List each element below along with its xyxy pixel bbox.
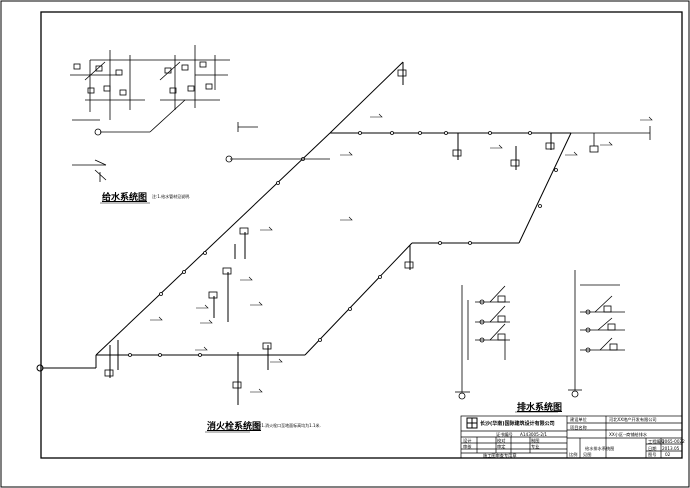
role-4: 审定 bbox=[497, 444, 506, 449]
pipe-fittings bbox=[128, 131, 558, 357]
cert-value: A143005-2/1 bbox=[520, 432, 548, 437]
date-label: 日期 bbox=[648, 446, 657, 451]
cert-label: 证书编号 bbox=[496, 432, 513, 437]
fire-hydrant-note: 注:1.消火栓口至地面标高均为1.1米. bbox=[256, 423, 321, 428]
title-underlines bbox=[100, 202, 558, 433]
inner-border bbox=[40, 11, 683, 459]
role-6: 专业 bbox=[531, 444, 540, 449]
role-3: 校对 bbox=[497, 438, 506, 443]
fire-hydrant-title: 消火栓系统图 bbox=[207, 422, 262, 432]
client-label: 建设单位 bbox=[570, 417, 587, 422]
company-name: 长沙(华南)国际建筑设计有限公司 bbox=[480, 421, 555, 427]
scale-value: 见图 bbox=[583, 452, 592, 457]
client-value: 河北XX地产开发有限公司 bbox=[609, 417, 657, 422]
project-label: 项目名称 bbox=[570, 425, 587, 430]
elevation-marks bbox=[150, 113, 653, 393]
company-logo bbox=[466, 417, 478, 429]
role-2: 审核 bbox=[463, 444, 472, 449]
role-1: 设计 bbox=[463, 438, 472, 443]
drawing-name: 给水排水系统图 bbox=[585, 446, 615, 451]
fire-hydrant-system bbox=[36, 61, 572, 405]
water-supply-system bbox=[70, 45, 330, 182]
drainage-title: 排水系统图 bbox=[517, 403, 563, 413]
hydrant-cabinets bbox=[104, 69, 555, 389]
role-5: 制图 bbox=[531, 438, 540, 443]
seal-text: 施工图审查专用章 bbox=[483, 453, 517, 458]
water-supply-note: 注:1.给水管材见说明. bbox=[152, 194, 191, 199]
water-supply-title: 给水系统图 bbox=[102, 193, 148, 203]
date-value: 2013.05 bbox=[662, 446, 680, 451]
fire-outlet-right bbox=[571, 126, 651, 153]
number-value: 02 bbox=[665, 452, 671, 457]
title-block-grid bbox=[460, 415, 683, 459]
scale-label: 比例 bbox=[569, 452, 578, 457]
number-label: 图号 bbox=[648, 452, 657, 457]
project-no-value: 2065-0022 bbox=[662, 439, 685, 444]
project-no-label: 工程编号 bbox=[648, 439, 665, 444]
drainage-system bbox=[455, 270, 625, 400]
project-value: XX小区--商铺给排水 bbox=[609, 432, 648, 437]
